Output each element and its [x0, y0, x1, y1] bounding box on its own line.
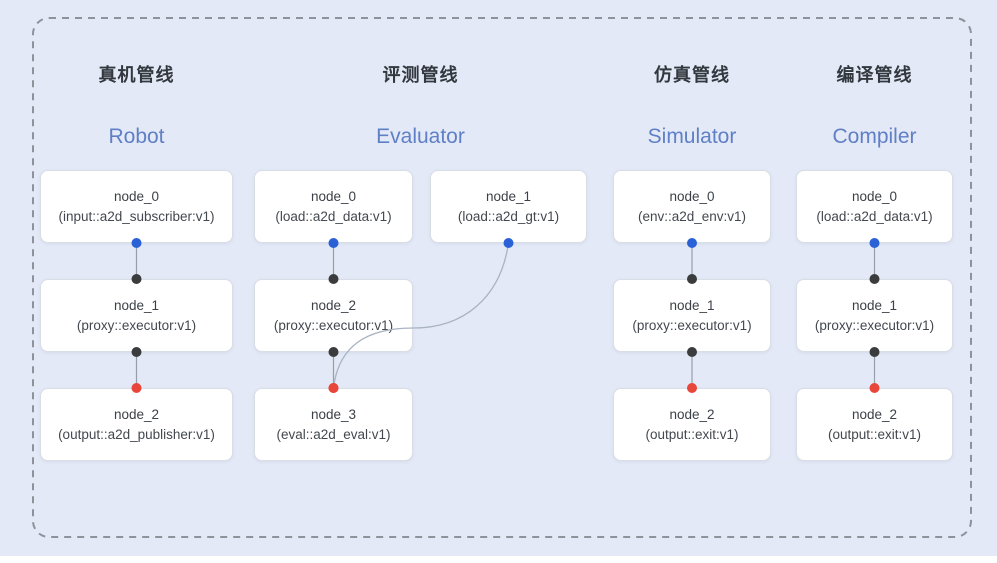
node-name-label: node_1 — [113, 298, 160, 313]
node-type-label: (input::a2d_subscriber:v1) — [58, 209, 215, 224]
pipeline-title-zh-robot: 真机管线 — [98, 65, 175, 85]
node-type-label: (output::exit:v1) — [645, 427, 739, 442]
node-name-label: node_2 — [669, 407, 715, 422]
node-evaluator-1: node_1(load::a2d_gt:v1) — [430, 170, 587, 243]
node-compiler-0: node_0(load::a2d_data:v1) — [796, 170, 953, 243]
node-robot-2: node_2(output::a2d_publisher:v1) — [40, 388, 233, 461]
node-simulator-0: node_0(env::a2d_env:v1) — [613, 170, 771, 243]
node-simulator-2: node_2(output::exit:v1) — [613, 388, 771, 461]
pipeline-title-en-robot: Robot — [108, 125, 165, 148]
node-type-label: (proxy::executor:v1) — [632, 318, 752, 333]
node-name-label: node_0 — [310, 189, 357, 204]
node-type-label: (proxy::executor:v1) — [814, 318, 935, 333]
node-name-label: node_2 — [310, 298, 357, 313]
node-type-label: (load::a2d_data:v1) — [816, 209, 933, 224]
bottom-strip — [0, 556, 997, 563]
node-name-label: node_1 — [485, 189, 532, 204]
node-type-label: (proxy::executor:v1) — [273, 318, 394, 333]
pipeline-title-zh-simulator: 仿真管线 — [654, 65, 730, 85]
node-name-label: node_2 — [113, 407, 160, 422]
node-evaluator-2: node_2(proxy::executor:v1) — [254, 279, 413, 352]
node-name-label: node_3 — [310, 407, 357, 422]
node-type-label: (env::a2d_env:v1) — [637, 209, 747, 224]
node-type-label: (output::a2d_publisher:v1) — [58, 427, 215, 442]
node-name-label: node_0 — [851, 189, 898, 204]
pipeline-title-en-evaluator: Evaluator — [376, 125, 465, 148]
pipeline-title-en-simulator: Simulator — [647, 125, 737, 148]
node-name-label: node_1 — [851, 298, 898, 313]
node-compiler-1: node_1(proxy::executor:v1) — [796, 279, 953, 352]
node-robot-0: node_0(input::a2d_subscriber:v1) — [40, 170, 233, 243]
pipeline-title-en-compiler: Compiler — [832, 125, 917, 148]
pipeline-title-zh-compiler: 编译管线 — [836, 65, 913, 85]
node-simulator-1: node_1(proxy::executor:v1) — [613, 279, 771, 352]
node-type-label: (load::a2d_data:v1) — [275, 209, 392, 224]
node-robot-1: node_1(proxy::executor:v1) — [40, 279, 233, 352]
node-evaluator-3: node_3(eval::a2d_eval:v1) — [254, 388, 413, 461]
node-name-label: node_0 — [669, 189, 715, 204]
node-type-label: (eval::a2d_eval:v1) — [276, 427, 391, 442]
node-evaluator-0: node_0(load::a2d_data:v1) — [254, 170, 413, 243]
node-type-label: (output::exit:v1) — [827, 427, 922, 442]
node-type-label: (load::a2d_gt:v1) — [457, 209, 560, 224]
pipeline-title-zh-evaluator: 评测管线 — [382, 65, 459, 85]
node-name-label: node_1 — [669, 298, 715, 313]
node-type-label: (proxy::executor:v1) — [76, 318, 197, 333]
node-name-label: node_0 — [113, 189, 160, 204]
node-name-label: node_2 — [851, 407, 898, 422]
node-compiler-2: node_2(output::exit:v1) — [796, 388, 953, 461]
